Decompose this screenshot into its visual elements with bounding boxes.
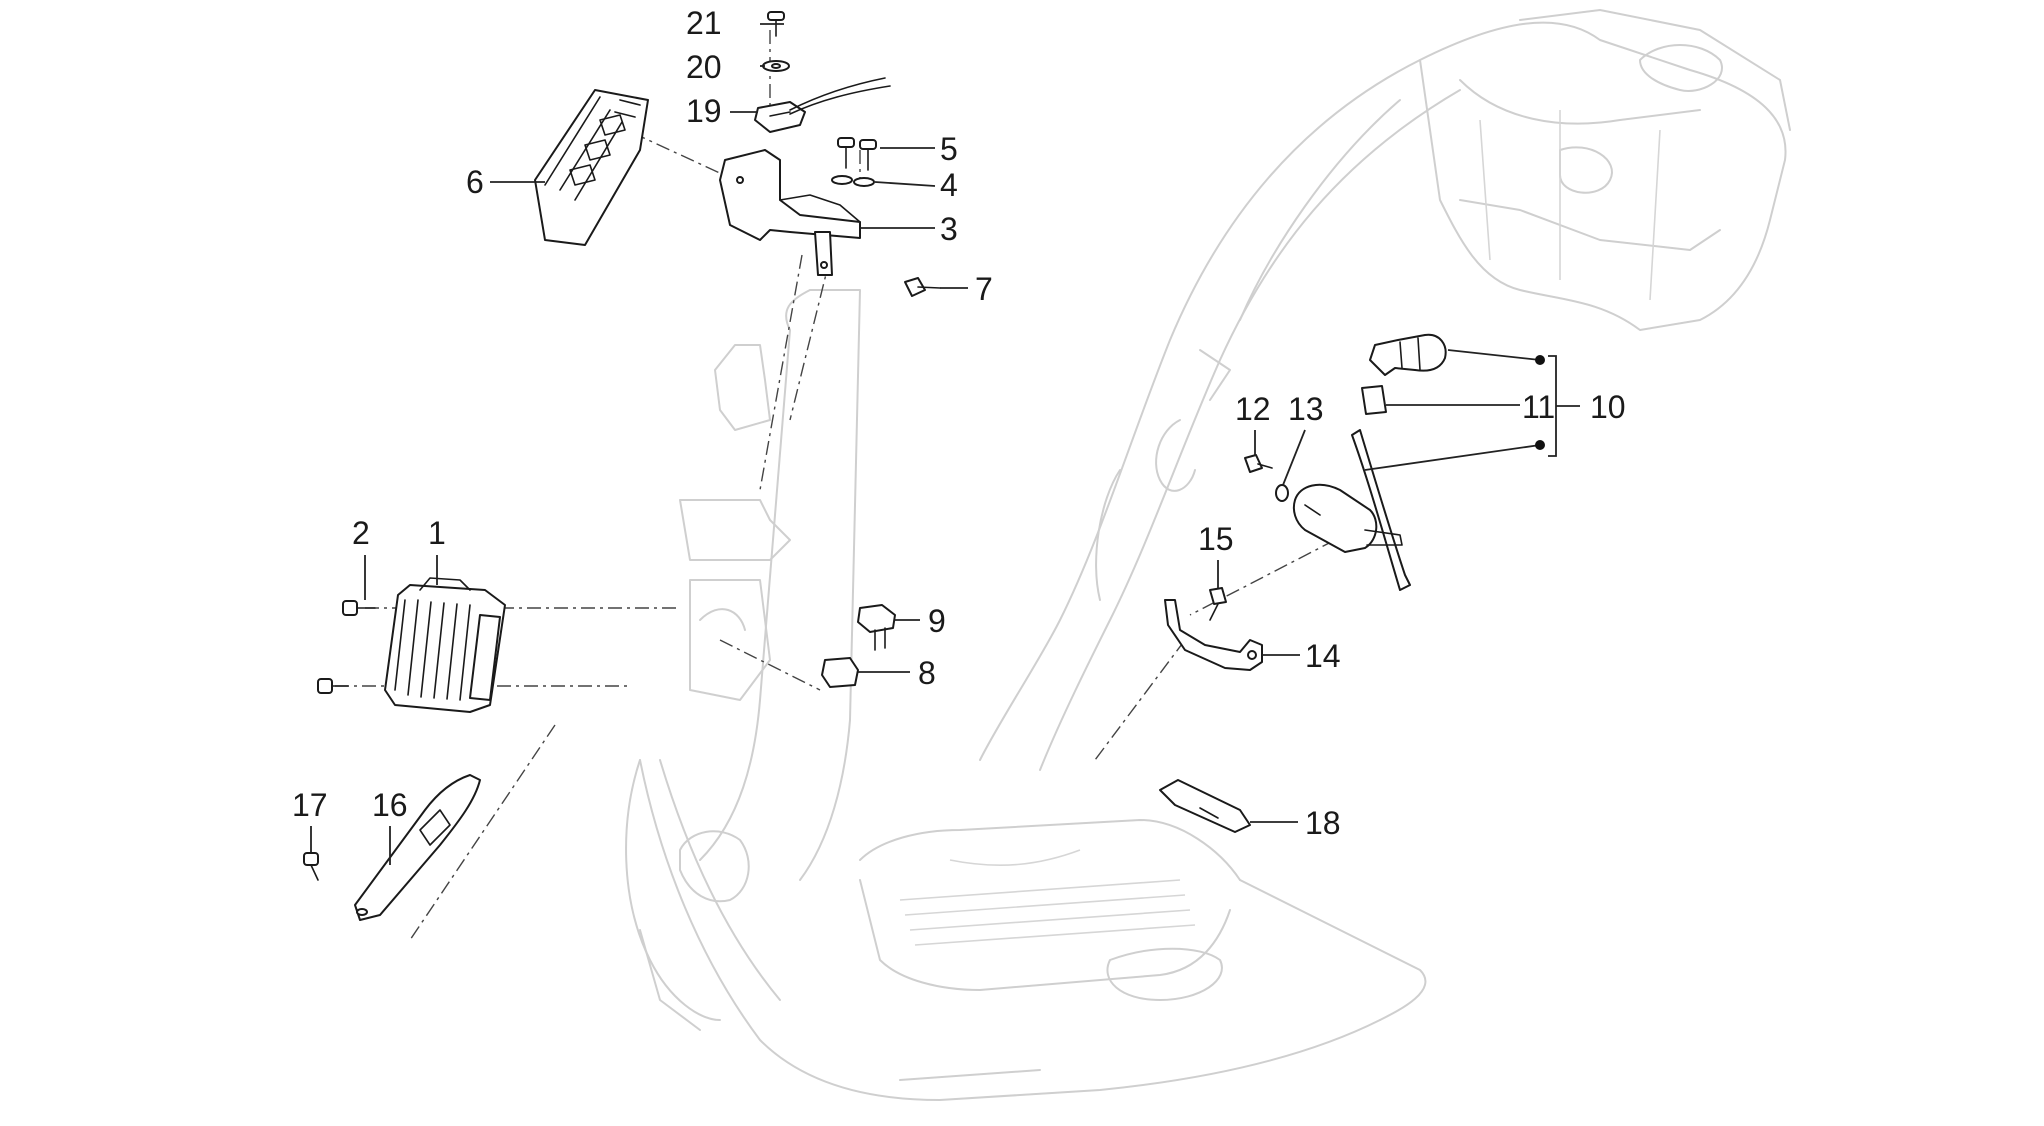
part-19-sensor xyxy=(754,77,891,133)
part-21-screw xyxy=(767,11,785,37)
part-6-control-unit xyxy=(534,89,649,246)
callout-18: 18 xyxy=(1305,805,1341,841)
callout-4: 4 xyxy=(940,167,958,203)
part-12-bolt xyxy=(1244,454,1273,473)
callout-9: 9 xyxy=(928,603,946,639)
leader-lines xyxy=(310,23,1580,865)
scooter-frame xyxy=(625,9,1791,1101)
part-13-washer xyxy=(1275,484,1289,502)
part-5-bolts xyxy=(837,137,877,171)
callout-19: 19 xyxy=(686,93,722,129)
callout-12: 12 xyxy=(1235,391,1271,427)
callout-20: 20 xyxy=(686,49,722,85)
callout-14: 14 xyxy=(1305,638,1341,674)
part-16-bracket xyxy=(354,774,481,921)
part-3-bracket xyxy=(719,149,861,276)
ignition-coil xyxy=(1292,483,1403,553)
part-1-regulator xyxy=(384,577,506,713)
callout-13: 13 xyxy=(1288,391,1324,427)
part-8-block xyxy=(821,657,859,688)
part-4-washers xyxy=(831,175,875,187)
callout-3: 3 xyxy=(940,211,958,247)
part-14-coil-bracket xyxy=(1164,599,1263,671)
callout-2: 2 xyxy=(352,515,370,551)
callout-6: 6 xyxy=(466,164,484,200)
callout-labels: 21 20 19 5 4 6 3 7 2 1 9 8 12 13 11 10 1… xyxy=(292,5,1626,841)
callout-7: 7 xyxy=(975,271,993,307)
callout-11: 11 xyxy=(1522,389,1555,425)
part-11-suppressor xyxy=(1361,385,1387,415)
part-2-bolts xyxy=(317,600,376,694)
part-18-cover xyxy=(1159,779,1251,833)
part-20-washer xyxy=(762,60,790,72)
part-10-ht-cap xyxy=(1369,333,1447,376)
callout-16: 16 xyxy=(372,787,408,823)
callout-17: 17 xyxy=(292,787,328,823)
callout-5: 5 xyxy=(940,131,958,167)
callout-1: 1 xyxy=(428,515,446,551)
part-15-bolt xyxy=(1209,587,1227,621)
callout-8: 8 xyxy=(918,655,936,691)
part-17-bolt xyxy=(303,852,319,881)
callout-15: 15 xyxy=(1198,521,1234,557)
callout-10: 10 xyxy=(1590,389,1626,425)
part-9-connector xyxy=(857,604,896,651)
callout-21: 21 xyxy=(686,5,722,41)
part-7-bolt xyxy=(904,277,941,297)
